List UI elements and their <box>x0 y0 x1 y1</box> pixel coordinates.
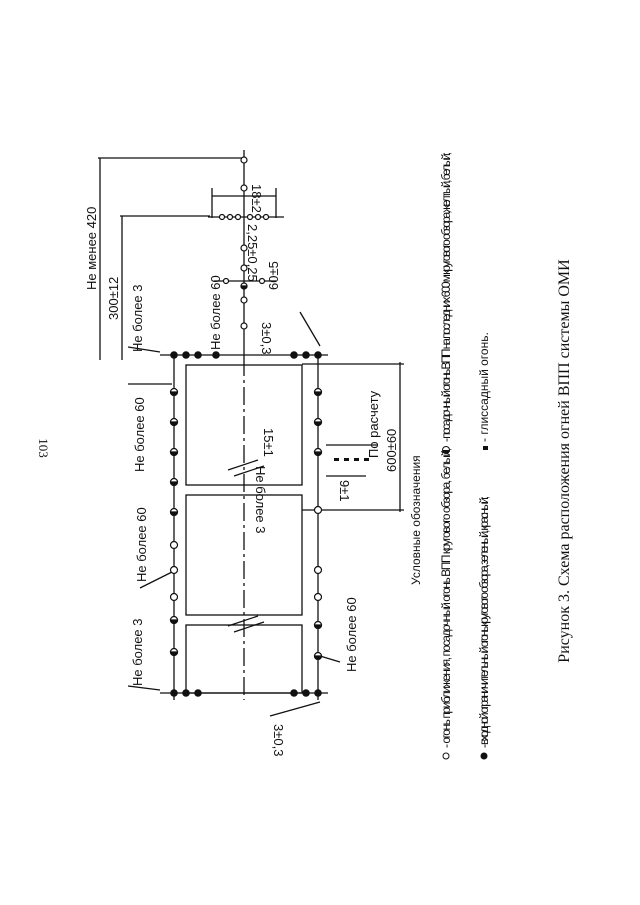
dim-not-more-3-mid: Не более 3 <box>253 466 268 534</box>
half-light <box>313 417 323 427</box>
approach-light <box>262 213 270 221</box>
approach-light <box>240 296 248 304</box>
legend-bar-icon <box>483 446 488 450</box>
dim-15-1: 15±1 <box>261 428 276 457</box>
dim-by-calc: По расчету <box>366 390 381 458</box>
legend-item-2: - входной ограничительный огонь круговог… <box>477 496 491 748</box>
half-light <box>169 507 179 517</box>
threshold-light <box>212 351 220 359</box>
break-mark-1 <box>227 459 265 477</box>
white-lights <box>169 156 323 602</box>
threshold-light <box>194 351 202 359</box>
legend-item-3: - посадочный огонь ВПП на последних 600 … <box>439 152 453 442</box>
threshold-light <box>182 689 190 697</box>
approach-light <box>254 213 262 221</box>
legend-half-circle-icon <box>442 446 450 454</box>
half-light <box>169 417 179 427</box>
threshold-light <box>290 351 298 359</box>
approach-light <box>222 277 230 285</box>
edge-light <box>313 505 323 515</box>
dim-not-more-60-d: Не более 60 <box>344 597 359 672</box>
glide-slope-lights <box>334 458 369 461</box>
leader-60-mid <box>139 571 173 589</box>
half-light <box>313 447 323 457</box>
half-light <box>169 615 179 625</box>
figure-caption: Рисунок 3. Схема расположения огней ВПП … <box>556 259 573 663</box>
threshold-light <box>314 689 322 697</box>
glide-slope-bar <box>344 458 349 461</box>
leader-60-bottom <box>319 655 341 663</box>
edge-light <box>169 565 179 575</box>
dim-600-60: 600±60 <box>384 429 399 472</box>
dim-300-12: 300±12 <box>106 277 121 320</box>
legend-filled-circle-icon <box>480 752 488 760</box>
half-light <box>313 387 323 397</box>
approach-light <box>234 213 242 221</box>
approach-light <box>240 184 248 192</box>
threshold-light <box>290 689 298 697</box>
dim-3-03-bottom: 3±0,3 <box>271 724 286 756</box>
edge-light <box>169 540 179 550</box>
dim-9-1: 9±1 <box>337 480 352 502</box>
edge-light <box>169 592 179 602</box>
glide-slope-bar <box>364 458 369 461</box>
dim-3-03-top: 3±0,3 <box>259 322 274 354</box>
dim-60-5: 60±5 <box>266 261 281 290</box>
threshold-lights <box>170 351 322 697</box>
leader-3-lower-left <box>269 701 321 717</box>
approach-light <box>240 322 248 330</box>
approach-light <box>240 156 248 164</box>
approach-light <box>246 213 254 221</box>
half-light <box>169 447 179 457</box>
threshold-light <box>302 689 310 697</box>
dim-not-more-60-b: Не более 60 <box>134 507 149 582</box>
approach-light <box>226 213 234 221</box>
dim-not-more-60-c: Не более 60 <box>208 275 223 350</box>
legend-item-4: - глиссадный огонь. <box>477 332 491 442</box>
half-light <box>240 282 248 290</box>
legend-open-circle-icon <box>442 752 450 760</box>
half-light <box>313 620 323 630</box>
leader-3-top <box>127 346 161 353</box>
threshold-light <box>194 689 202 697</box>
edge-light <box>313 592 323 602</box>
threshold-light <box>314 351 322 359</box>
break-mark-2 <box>227 615 265 633</box>
yellow-white-lights <box>169 282 323 661</box>
dim-not-more-3-bottom: Не более 3 <box>130 618 145 686</box>
dim-18-2: 18±2 <box>249 184 264 213</box>
threshold-light <box>170 689 178 697</box>
dim-not-more-3-top: Не более 3 <box>130 284 145 352</box>
half-light <box>169 477 179 487</box>
threshold-light <box>302 351 310 359</box>
legend-item-1: - огонь приближения, посадочный огонь ВП… <box>439 448 453 748</box>
threshold-light <box>170 351 178 359</box>
glide-slope-bar <box>354 458 359 461</box>
approach-light <box>218 213 226 221</box>
leader-3-bottom <box>127 685 161 691</box>
edge-light <box>313 565 323 575</box>
threshold-light <box>182 351 190 359</box>
half-light <box>313 651 323 661</box>
glide-slope-bar <box>334 458 339 461</box>
dim-not-less-420: Не менее 420 <box>84 207 99 290</box>
approach-light <box>258 277 266 285</box>
dim-not-more-60-a: Не более 60 <box>132 397 147 472</box>
dim-2-25: 2,25±0,25 <box>245 224 260 282</box>
half-light <box>169 387 179 397</box>
legend-title: Условные обозначения <box>409 455 423 585</box>
approach-light <box>240 264 248 272</box>
approach-light <box>240 244 248 252</box>
half-light <box>169 647 179 657</box>
leader-3-right <box>299 311 321 347</box>
